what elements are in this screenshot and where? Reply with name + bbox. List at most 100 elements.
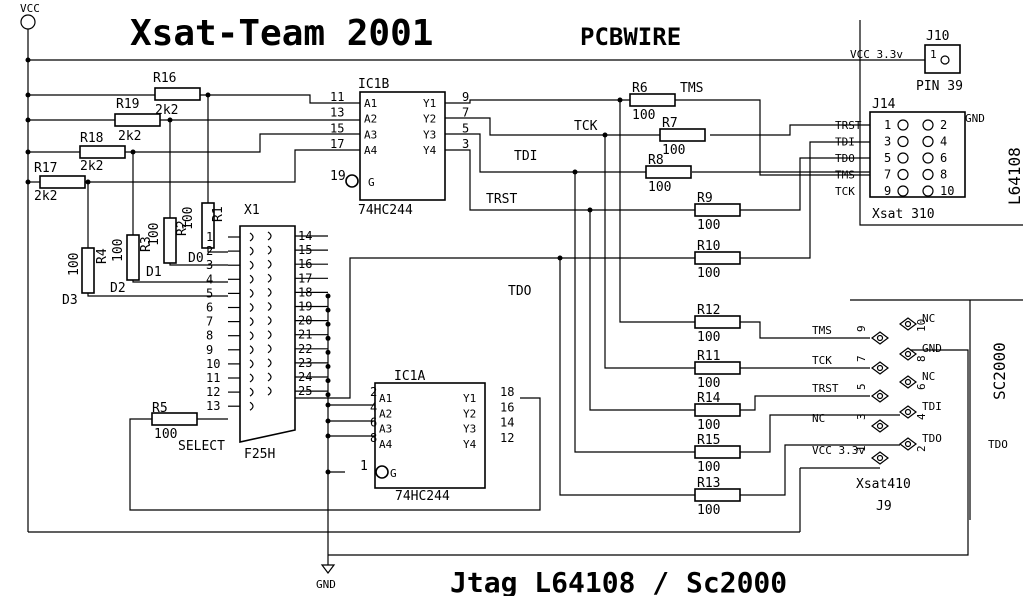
ic-pin-number: 6 (370, 416, 377, 430)
svg-text:5: 5 (855, 383, 868, 390)
svg-text:IC1A: IC1A (394, 369, 425, 384)
svg-text:VCC 3.3v: VCC 3.3v (850, 48, 903, 61)
signal-d0: D0 (188, 251, 204, 266)
ic-pin-name: Y2 (423, 113, 436, 126)
svg-text:1: 1 (360, 459, 368, 474)
x1-pin-label: 23 (298, 356, 312, 370)
svg-text:R17: R17 (34, 161, 57, 176)
net-tdo: TDO (508, 284, 532, 299)
svg-text:Xsat410: Xsat410 (856, 477, 911, 492)
x1-pin-label: 8 (206, 329, 213, 343)
svg-text:R11: R11 (697, 349, 720, 364)
resistor-r19: R19 2k2 (114, 97, 161, 144)
ic-pin-number: 18 (500, 385, 514, 399)
svg-text:100: 100 (632, 108, 655, 123)
x1-pin-label: 7 (206, 315, 213, 329)
svg-text:R6: R6 (632, 81, 648, 96)
header-j9: Xsat410 J9 SC2000 TDO (856, 342, 1009, 514)
ic-pin-number: 3 (462, 137, 469, 151)
ic-pin-number: 14 (500, 416, 514, 430)
svg-text:J10: J10 (926, 29, 949, 44)
svg-text:100: 100 (697, 218, 720, 233)
svg-text:2: 2 (915, 445, 928, 452)
svg-text:X1: X1 (244, 203, 260, 218)
x1-pin-label: 14 (298, 229, 312, 243)
svg-text:TRST: TRST (812, 382, 839, 395)
svg-text:74HC244: 74HC244 (395, 489, 450, 504)
ic-pin-number: 12 (500, 431, 514, 445)
svg-text:TMS: TMS (835, 169, 855, 182)
svg-text:TDO: TDO (988, 438, 1008, 451)
x1-pin-label: 19 (298, 300, 312, 314)
net-tms: TMS (680, 81, 703, 96)
ic-pin-number: 8 (370, 431, 377, 445)
svg-text:9: 9 (855, 325, 868, 332)
x1-pin-label: 17 (298, 271, 312, 285)
ic-pin-number: 11 (330, 90, 344, 104)
net-tdi: TDI (514, 149, 537, 164)
ic-pin-name: Y3 (423, 128, 436, 141)
resistor-r11: R11 100 (694, 349, 741, 391)
signal-d1: D1 (146, 265, 162, 280)
connector-x1: X1 F25H (239, 203, 296, 462)
svg-text:3: 3 (884, 135, 891, 149)
svg-text:100: 100 (697, 376, 720, 391)
svg-text:100: 100 (662, 143, 685, 158)
footer-text: Jtag L64108 / Sc2000 (450, 566, 787, 596)
svg-text:NC: NC (922, 370, 935, 383)
svg-text:100: 100 (67, 253, 82, 276)
x1-pin-label: 20 (298, 314, 312, 328)
svg-text:100: 100 (648, 180, 671, 195)
svg-text:TMS: TMS (812, 324, 832, 337)
ic-pin-name: A2 (379, 407, 392, 420)
svg-text:1: 1 (930, 48, 937, 61)
svg-text:R13: R13 (697, 476, 720, 491)
resistor-r8: R8 100 (645, 153, 692, 195)
svg-text:100: 100 (181, 207, 196, 230)
svg-text:74HC244: 74HC244 (358, 203, 413, 218)
svg-text:Xsat 310: Xsat 310 (872, 207, 935, 222)
resistor-r3: R3 100 (111, 234, 154, 281)
ic-pin-name: A1 (364, 97, 377, 110)
ic-pin-number: 17 (330, 137, 344, 151)
svg-text:R1: R1 (211, 206, 226, 222)
svg-text:100: 100 (147, 223, 162, 246)
x1-pin-label: 18 (298, 285, 312, 299)
svg-text:TRST: TRST (835, 119, 862, 132)
svg-text:100: 100 (697, 418, 720, 433)
svg-text:TDO: TDO (835, 152, 855, 165)
svg-text:6: 6 (915, 383, 928, 390)
ic-pin-number: 15 (330, 121, 344, 135)
svg-text:IC1B: IC1B (358, 77, 389, 92)
svg-text:F25H: F25H (244, 447, 275, 462)
svg-text:6: 6 (940, 151, 947, 165)
ic1b-chip: IC1B 74HC244 G 19 (330, 77, 446, 218)
net-tck: TCK (574, 119, 598, 134)
ic-pin-number: 13 (330, 106, 344, 120)
svg-text:8: 8 (940, 168, 947, 182)
svg-text:TDI: TDI (922, 400, 942, 413)
ic-pin-number: 2 (370, 385, 377, 399)
x1-pin-label: 16 (298, 257, 312, 271)
svg-text:R12: R12 (697, 303, 720, 318)
x1-pin-label: 11 (206, 371, 220, 385)
resistor-r5: R5 100 SELECT (151, 401, 225, 454)
svg-text:2: 2 (940, 118, 947, 132)
ic-pin-number: 7 (462, 106, 469, 120)
svg-text:2k2: 2k2 (80, 159, 103, 174)
svg-text:1: 1 (884, 118, 891, 132)
svg-text:R8: R8 (648, 153, 664, 168)
net-trst: TRST (486, 192, 517, 207)
x1-pin-label: 12 (206, 385, 220, 399)
ic-pin-name: Y4 (423, 144, 437, 157)
svg-text:8: 8 (915, 355, 928, 362)
x1-pin-label: 22 (298, 342, 312, 356)
svg-text:9: 9 (884, 184, 891, 198)
svg-text:2k2: 2k2 (118, 129, 141, 144)
svg-text:4: 4 (915, 413, 928, 420)
x1-pin-label: 25 (298, 384, 312, 398)
svg-text:G: G (368, 176, 375, 189)
